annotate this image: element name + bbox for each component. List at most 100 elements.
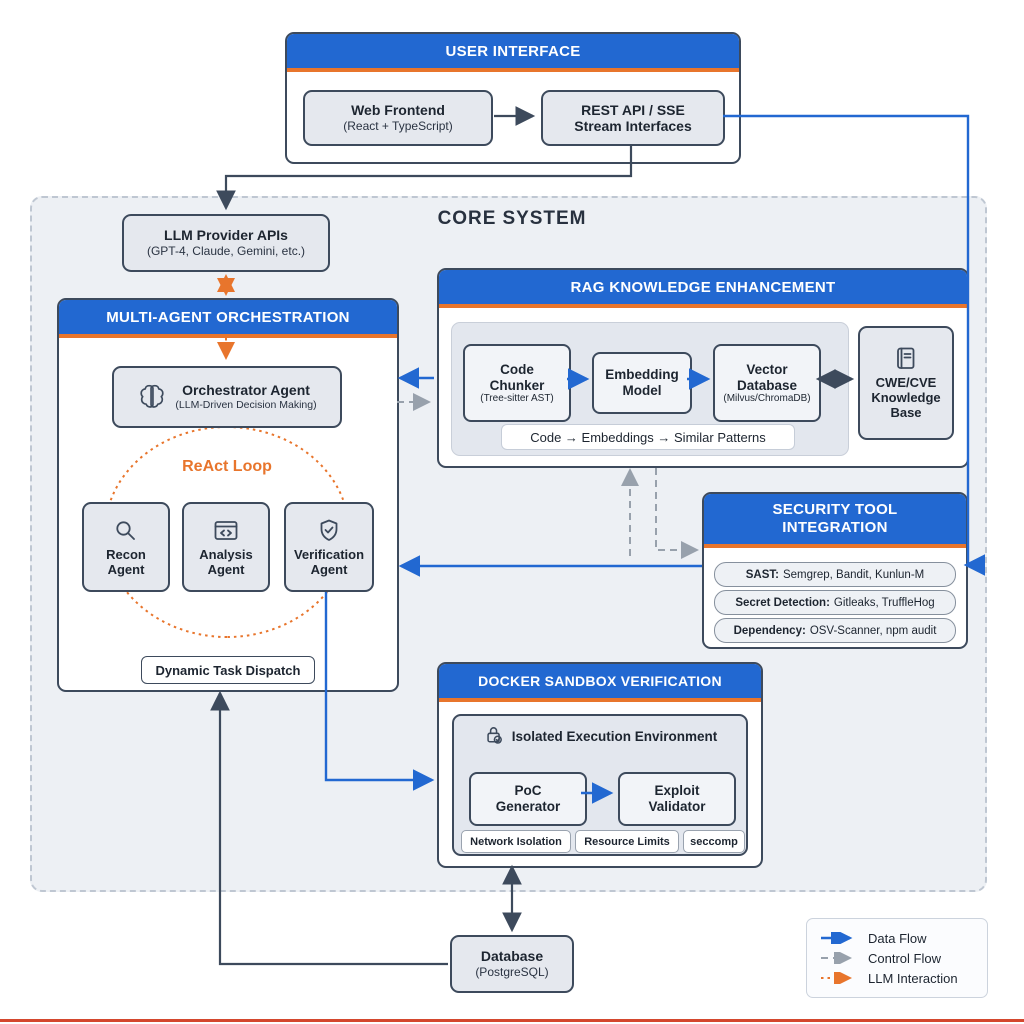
web-frontend-subtitle: (React + TypeScript) [343, 119, 453, 134]
rag-caption-text: Code → Embeddings → Similar Patterns [530, 429, 766, 445]
cwe-line1: CWE/CVE [875, 375, 937, 391]
web-frontend-node: Web Frontend (React + TypeScript) [303, 90, 493, 146]
analysis-agent-line2: Agent [207, 561, 245, 577]
database-node: Database (PostgreSQL) [450, 935, 574, 993]
llm-provider-subtitle: (GPT-4, Claude, Gemini, etc.) [146, 244, 306, 259]
user-interface-header: USER INTERFACE [287, 34, 739, 72]
verification-agent-line1: Verification [293, 546, 365, 562]
recon-agent-node: Recon Agent [82, 502, 170, 592]
secret-value: Gitleaks, TruffleHog [833, 596, 935, 609]
security-tools-header: SECURITY TOOL INTEGRATION [704, 494, 966, 548]
rag-pipeline-caption: Code → Embeddings → Similar Patterns [501, 424, 795, 450]
sast-value: Semgrep, Bandit, Kunlun-M [782, 568, 925, 581]
orchestrator-agent-node: Orchestrator Agent (LLM-Driven Decision … [112, 366, 342, 428]
book-icon [892, 345, 920, 373]
multi-agent-orchestration-section: MULTI-AGENT ORCHESTRATION Orchestrator A… [57, 298, 399, 692]
isolated-environment-panel: Isolated Execution Environment PoC Gener… [452, 714, 748, 856]
code-chunker-subtitle: (Tree-sitter AST) [480, 393, 554, 405]
security-title-line1: SECURITY TOOL [772, 501, 898, 519]
sast-tools-row: SAST: Semgrep, Bandit, Kunlun-M [714, 562, 956, 587]
embedding-model-node: Embedding Model [592, 352, 692, 414]
vector-db-line2: Database [736, 377, 798, 393]
embedding-line1: Embedding [605, 367, 679, 383]
security-tools-section: SECURITY TOOL INTEGRATION SAST: Semgrep,… [702, 492, 968, 649]
rag-header: RAG KNOWLEDGE ENHANCEMENT [439, 270, 967, 308]
orchestration-header: MULTI-AGENT ORCHESTRATION [59, 300, 397, 338]
docker-sandbox-section: DOCKER SANDBOX VERIFICATION Isolated Exe… [437, 662, 763, 868]
code-chunker-line2: Chunker [489, 377, 545, 393]
badge-seccomp-label: seccomp [690, 835, 738, 848]
verification-agent-line2: Agent [310, 561, 348, 577]
user-interface-section: USER INTERFACE Web Frontend (React + Typ… [285, 32, 741, 164]
llm-interaction-arrow-sample [821, 972, 852, 984]
validator-line2: Validator [648, 799, 706, 814]
legend-data-flow-label: Data Flow [868, 930, 927, 946]
code-chunker-node: Code Chunker (Tree-sitter AST) [463, 344, 571, 422]
code-chunker-line1: Code [500, 361, 534, 377]
badge-network-isolation-label: Network Isolation [470, 835, 562, 848]
isolated-environment-title-row: Isolated Execution Environment [454, 724, 746, 749]
recon-agent-line2: Agent [107, 561, 145, 577]
rest-api-subtitle: Stream Interfaces [574, 118, 692, 134]
dependency-row: Dependency: OSV-Scanner, npm audit [714, 618, 956, 643]
dependency-value: OSV-Scanner, npm audit [809, 624, 937, 637]
rag-knowledge-section: RAG KNOWLEDGE ENHANCEMENT Code Chunker (… [437, 268, 969, 468]
react-loop-ring [96, 426, 358, 638]
legend-llm-interaction-label: LLM Interaction [868, 970, 958, 986]
vector-database-node: Vector Database (Milvus/ChromaDB) [713, 344, 821, 422]
dispatch-label: Dynamic Task Dispatch [155, 662, 301, 678]
exploit-validator-node: Exploit Validator [618, 772, 736, 826]
analysis-agent-line1: Analysis [199, 546, 253, 562]
database-subtitle: (PostgreSQL) [475, 965, 549, 980]
sandbox-title: DOCKER SANDBOX VERIFICATION [478, 673, 722, 689]
core-system-label: CORE SYSTEM [437, 208, 587, 229]
control-flow-arrow-sample [821, 952, 852, 964]
cwe-line2: Knowledge [871, 390, 941, 406]
llm-provider-apis-node: LLM Provider APIs (GPT-4, Claude, Gemini… [122, 214, 330, 272]
legend: Data Flow Control Flow LLM Interaction [806, 918, 988, 998]
secret-label: Secret Detection: [735, 596, 830, 609]
sast-label: SAST: [745, 568, 779, 581]
poc-generator-node: PoC Generator [469, 772, 587, 826]
orchestrator-title: Orchestrator Agent [182, 382, 310, 399]
verification-agent-node: Verification Agent [284, 502, 374, 592]
embedding-line2: Model [622, 383, 662, 398]
magnifier-icon [112, 517, 140, 545]
cwe-line3: Base [890, 404, 922, 420]
legend-llm-interaction: LLM Interaction [819, 971, 975, 986]
cwe-cve-knowledge-base-node: CWE/CVE Knowledge Base [858, 326, 954, 440]
poc-line2: Generator [495, 799, 561, 814]
legend-control-flow-label: Control Flow [868, 950, 941, 966]
secret-detection-row: Secret Detection: Gitleaks, TruffleHog [714, 590, 956, 615]
data-flow-arrow-sample [821, 932, 853, 944]
orchestration-title: MULTI-AGENT ORCHESTRATION [106, 308, 350, 326]
analysis-agent-node: Analysis Agent [182, 502, 270, 592]
vector-db-line1: Vector [746, 361, 788, 377]
user-interface-title: USER INTERFACE [445, 42, 581, 60]
code-window-icon [212, 517, 240, 545]
resource-limits-badge: Resource Limits [575, 830, 679, 853]
orchestrator-subtitle: (LLM-Driven Decision Making) [175, 399, 317, 412]
sandbox-header: DOCKER SANDBOX VERIFICATION [439, 664, 761, 702]
rest-api-node: REST API / SSE Stream Interfaces [541, 90, 725, 146]
lock-check-icon [483, 724, 505, 749]
poc-line1: PoC [514, 783, 542, 799]
bottom-accent-line [0, 1019, 1024, 1022]
dependency-label: Dependency: [733, 624, 806, 637]
brain-icon [137, 381, 167, 411]
security-title-line2: INTEGRATION [782, 519, 888, 536]
vector-db-subtitle: (Milvus/ChromaDB) [723, 393, 811, 405]
rag-title: RAG KNOWLEDGE ENHANCEMENT [570, 278, 836, 296]
database-title: Database [480, 948, 544, 965]
recon-agent-line1: Recon [106, 546, 146, 562]
react-loop-label: ReAct Loop [182, 458, 272, 475]
legend-control-flow: Control Flow [819, 951, 975, 966]
llm-provider-title: LLM Provider APIs [164, 227, 288, 244]
web-frontend-title: Web Frontend [351, 102, 445, 119]
validator-line1: Exploit [654, 783, 700, 799]
legend-data-flow: Data Flow [819, 931, 975, 946]
badge-resource-limits-label: Resource Limits [584, 835, 670, 848]
shield-check-icon [315, 517, 343, 545]
dynamic-task-dispatch-pill: Dynamic Task Dispatch [141, 656, 315, 684]
seccomp-badge: seccomp [683, 830, 745, 853]
